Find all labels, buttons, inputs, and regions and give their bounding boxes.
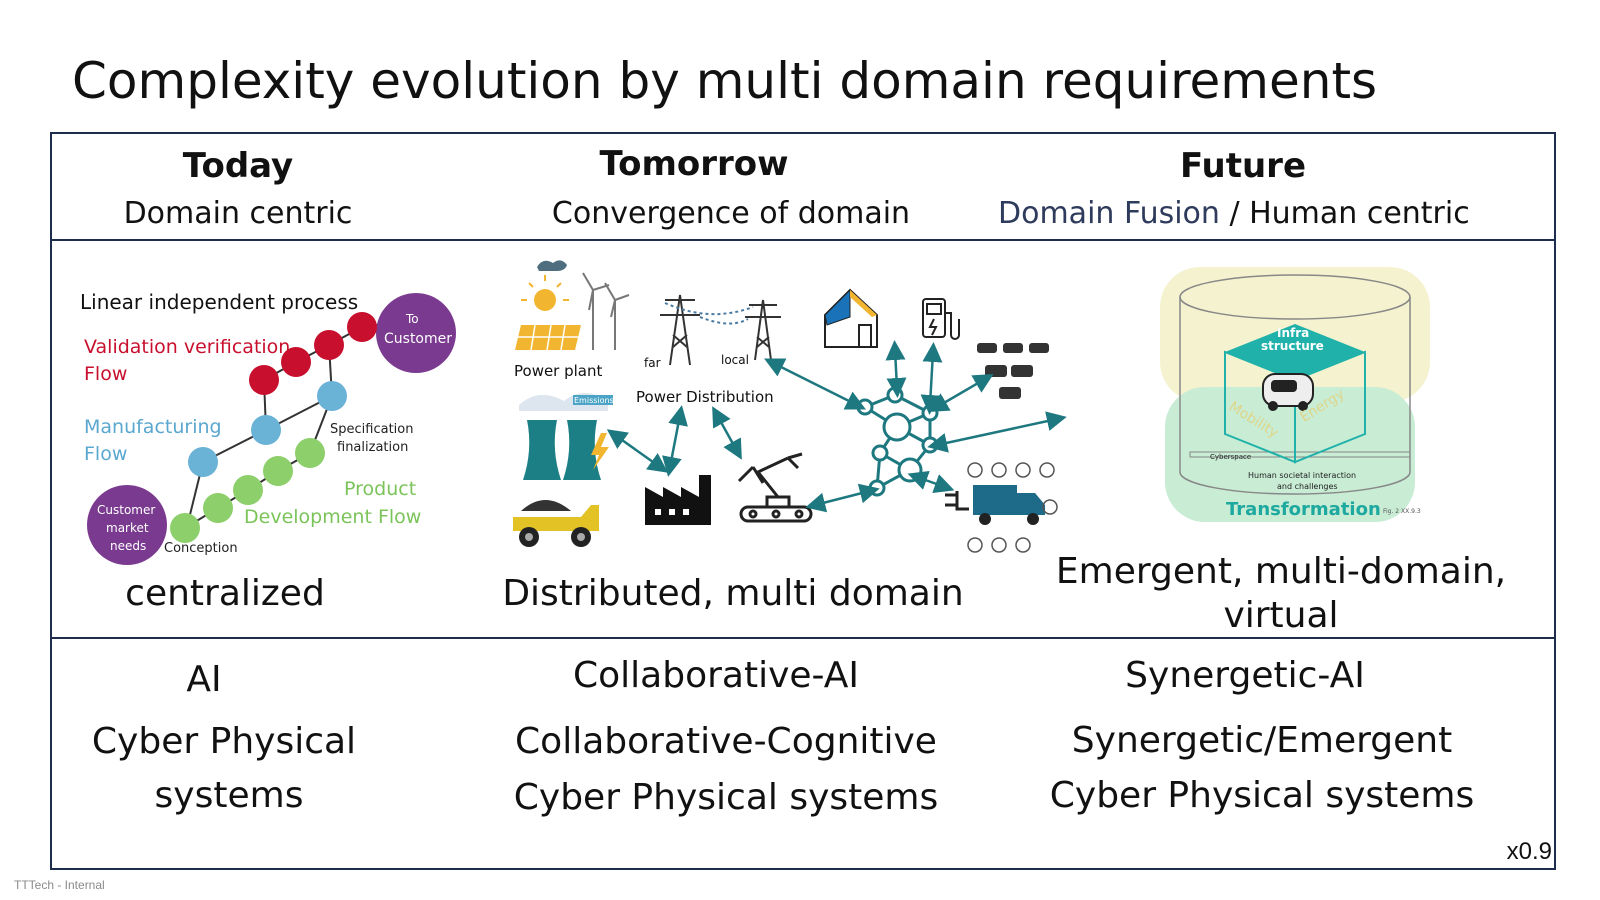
caption-future-line2: virtual [1223, 595, 1339, 636]
figure-reference: Fig. 2 XX.9.3 [1383, 508, 1421, 515]
red-node [281, 347, 311, 377]
caption-future-line1: Emergent, multi-domain, [1055, 551, 1507, 592]
header-divider [50, 239, 1556, 241]
validation-flow-label: Flow [84, 363, 128, 385]
body-divider [50, 637, 1556, 639]
transformation-label: Transformation [1226, 499, 1381, 520]
needs-label: needs [110, 539, 147, 553]
cyberspace-label: Cyberspace [1210, 453, 1252, 461]
slide-title: Complexity evolution by multi domain req… [72, 52, 1378, 110]
customer-label: Customer [97, 503, 156, 517]
mining-truck-icon [513, 500, 599, 547]
future-cps-line1: Synergetic/Emergent [1071, 720, 1453, 761]
conception-label: Conception [164, 541, 238, 556]
power-distribution-label: Power Distribution [636, 388, 774, 406]
human-centric-text: / Human centric [1219, 196, 1470, 231]
col-today-head: Today [182, 146, 294, 186]
spec-label: Specification [330, 422, 414, 437]
comparison-table [50, 132, 1556, 870]
transmission-towers-icon [660, 294, 781, 366]
product-label: Product [344, 478, 417, 500]
spec-label-2: finalization [337, 440, 409, 455]
manufacturing-label: Manufacturing [84, 416, 222, 438]
cooling-towers-icon [519, 393, 613, 480]
blue-node [317, 381, 347, 411]
challenges-label: and challenges [1277, 482, 1338, 491]
ev-charger-icon [922, 298, 960, 340]
product-flow-label: Development Flow [244, 506, 422, 528]
blue-node [188, 447, 218, 477]
tomorrow-cps-line2: Cyber Physical systems [513, 777, 939, 818]
infra-label: Infra [1277, 326, 1310, 340]
green-node [203, 493, 233, 523]
red-node [347, 312, 377, 342]
green-node [233, 475, 263, 505]
col-tomorrow-sub: Convergence of domain [551, 196, 911, 231]
green-node [295, 438, 325, 468]
robot-arm-icon [737, 452, 813, 523]
power-plant-icon [515, 260, 630, 351]
to-label: To [406, 312, 419, 326]
future-ai: Synergetic-AI [1125, 655, 1365, 696]
caption-today: centralized [125, 573, 325, 614]
domain-fusion-text: Domain Fusion [998, 196, 1220, 231]
blue-node [251, 415, 281, 445]
col-future-sub: Domain Fusion / Human centric [998, 196, 1510, 231]
red-node [249, 365, 279, 395]
far-label: far [644, 356, 661, 370]
to-customer-label: Customer [384, 331, 453, 347]
customer-needs-node [87, 485, 167, 565]
today-process-diagram [87, 293, 456, 565]
transformation-glow [1165, 387, 1415, 522]
emissions-label: Emissions [574, 396, 614, 405]
factory-icon [645, 475, 711, 525]
validation-label: Validation verification [84, 336, 291, 358]
footer-classification: TTTech - Internal [14, 878, 105, 892]
future-cyberspace-diagram [1160, 267, 1430, 522]
future-cps-line2: Cyber Physical systems [1049, 775, 1475, 816]
col-future-head: Future [1179, 146, 1307, 186]
today-ai: AI [186, 659, 222, 700]
tomorrow-ai: Collaborative-AI [573, 655, 859, 696]
solar-house-icon [824, 288, 878, 348]
human-interaction-label: Human societal interaction [1248, 471, 1357, 480]
linear-process-label: Linear independent process [80, 290, 359, 314]
power-plant-label: Power plant [514, 362, 603, 380]
market-label: market [106, 521, 149, 535]
cyberspace-cylinder [1179, 274, 1411, 495]
manufacturing-flow-label: Flow [84, 443, 128, 465]
tomorrow-network-diagram [513, 260, 1067, 553]
vehicle-icon [1262, 373, 1314, 411]
col-today-sub: Domain centric [123, 196, 353, 231]
connection-arrows [606, 340, 1067, 513]
zoom-scale: x0.9 [1506, 838, 1552, 865]
red-node [314, 330, 344, 360]
today-cps-line1: Cyber Physical [91, 721, 357, 762]
green-node [170, 513, 200, 543]
caption-tomorrow: Distributed, multi domain [502, 573, 964, 614]
local-label: local [721, 353, 749, 367]
infrastructure-cube [1224, 324, 1366, 464]
tomorrow-cps-line1: Collaborative-Cognitive [515, 721, 937, 762]
cars-icon [977, 343, 1049, 399]
green-node [263, 456, 293, 486]
col-tomorrow-head: Tomorrow [599, 144, 789, 184]
today-cps-line2: systems [154, 775, 304, 816]
electric-truck-icon [945, 462, 1058, 553]
structure-label: structure [1261, 339, 1324, 353]
to-customer-node [376, 293, 456, 373]
